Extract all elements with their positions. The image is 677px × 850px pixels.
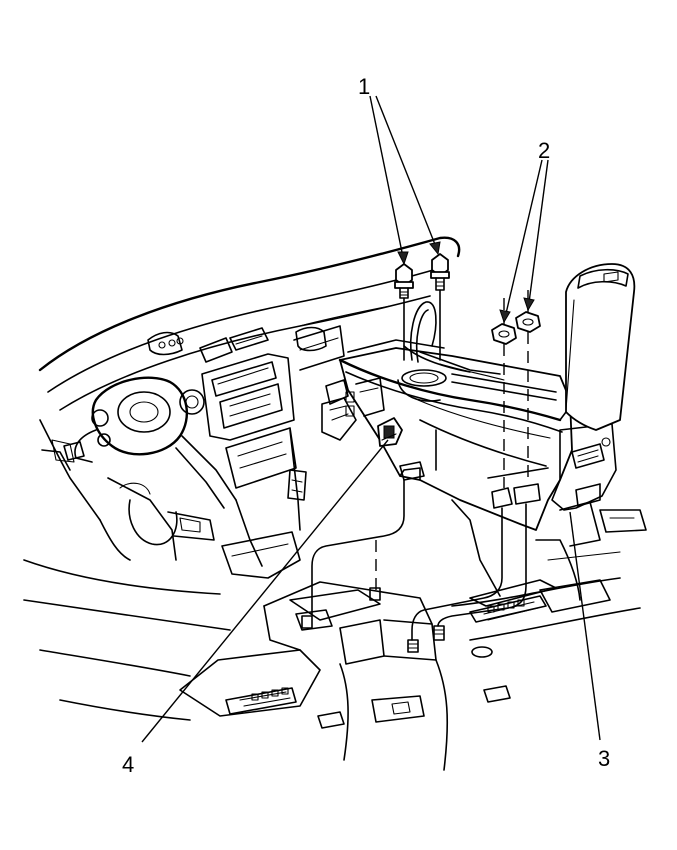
instrument-panel [38,236,461,567]
bolt-fastener-right [430,253,450,291]
callout-label-2: 2 [538,138,550,163]
alignment-lines [311,289,529,641]
floor-pan [23,475,647,771]
callout-label-1: 1 [358,74,370,99]
nut-fastener-left [491,323,517,345]
callout-leaders [141,95,601,743]
callout-label-3: 3 [598,746,610,771]
bolt-fastener-left [394,263,414,299]
callout-label-4: 4 [122,752,134,777]
floor-studs [301,587,445,653]
floor-console [321,263,636,531]
nut-fastener-right [515,311,541,333]
